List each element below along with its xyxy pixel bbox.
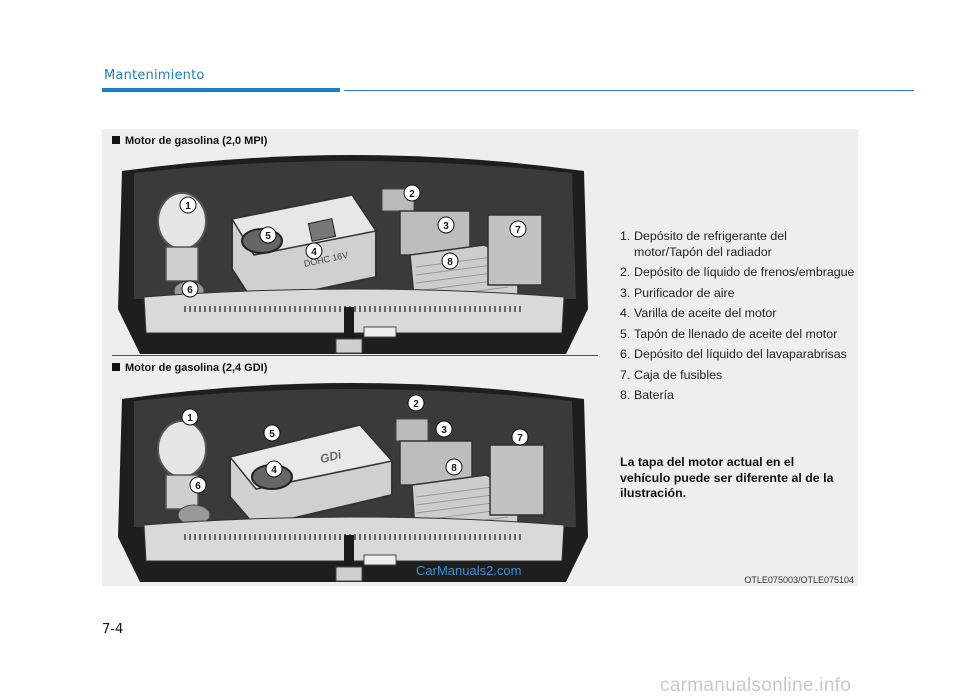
figure-watermark: CarManuals2.com: [416, 563, 522, 578]
legend-item-text: Batería: [634, 388, 674, 402]
legend-item: 4.Varilla de aceite del motor: [620, 306, 856, 322]
legend-item: 6.Depósito del líquido del lavaparabrisa…: [620, 347, 856, 363]
callout-6: 6: [187, 285, 193, 296]
legend-item: 8.Batería: [620, 388, 856, 404]
engine-bottom-badge: GDi: [319, 447, 344, 466]
callout-4: 4: [271, 465, 277, 476]
figure-panel: Motor de gasolina (2,0 MPI) DOHC 16V 1 2…: [102, 129, 858, 586]
square-bullet-icon: [112, 363, 120, 371]
legend-item-number: 2.: [620, 265, 631, 279]
legend-item-text: Depósito de refrigerante del motor/Tapón…: [634, 229, 787, 259]
callout-5: 5: [265, 231, 271, 242]
callout-8: 8: [451, 463, 457, 474]
callout-2: 2: [413, 399, 419, 410]
callouts-top: 1 2 3 4 5 6 7 8: [179, 184, 527, 298]
callout-3: 3: [443, 221, 449, 232]
legend-item-text: Tapón de llenado de aceite del motor: [634, 326, 838, 341]
legend-item: 3.Purificador de aire: [620, 286, 856, 302]
page-number: 7-4: [102, 622, 124, 637]
section-header: Mantenimiento: [102, 66, 914, 96]
figure-divider: [112, 355, 598, 356]
engine-bay-illustration-mpi: DOHC 16V 1 2 3 4 5 6 7 8: [118, 155, 588, 354]
callout-1: 1: [185, 201, 191, 212]
square-bullet-icon: [112, 136, 120, 144]
callout-7: 7: [515, 225, 521, 236]
engine-top-label-text: Motor de gasolina (2,0 MPI): [125, 135, 268, 147]
legend-item-number: 5.: [620, 326, 631, 341]
callout-1: 1: [187, 413, 193, 424]
callout-7: 7: [517, 433, 523, 444]
legend-item: 7.Caja de fusibles: [620, 368, 856, 384]
legend-item-text: Caja de fusibles: [634, 367, 723, 382]
callout-4: 4: [311, 247, 317, 258]
callouts-bottom: 1 2 3 4 5 6 7 8: [181, 394, 529, 494]
legend-item-text: Depósito de líquido de frenos/embrague: [634, 265, 855, 279]
callout-6: 6: [195, 481, 201, 492]
legend-item-number: 4.: [620, 306, 631, 320]
legend-item: 1.Depósito de refrigerante del motor/Tap…: [620, 229, 856, 260]
engine-bottom-label-text: Motor de gasolina (2,4 GDI): [125, 362, 268, 374]
legend-item-number: 3.: [620, 285, 631, 300]
site-watermark: carmanualsonline.info: [660, 675, 852, 696]
legend-item: 5.Tapón de llenado de aceite del motor: [620, 327, 856, 343]
parts-legend: 1.Depósito de refrigerante del motor/Tap…: [620, 229, 856, 409]
legend-item-number: 6.: [620, 347, 631, 361]
callout-2: 2: [409, 189, 415, 200]
callout-3: 3: [441, 425, 447, 436]
legend-item-number: 7.: [620, 367, 631, 382]
engine-bottom-label: Motor de gasolina (2,4 GDI): [112, 362, 267, 374]
header-rule-thin: [344, 89, 914, 91]
engine-top-label: Motor de gasolina (2,0 MPI): [112, 135, 267, 147]
legend-item-text: Depósito del líquido del lavaparabrisas: [634, 347, 847, 361]
legend-item-text: Purificador de aire: [634, 285, 735, 300]
callout-5: 5: [269, 429, 275, 440]
section-title: Mantenimiento: [104, 68, 205, 83]
header-rule-thick: [102, 88, 340, 92]
legend-item-text: Varilla de aceite del motor: [634, 306, 777, 320]
engine-bay-illustration-gdi: GDi 1 2 3 4 5 6 7 8: [118, 383, 588, 582]
legend-item-number: 1.: [620, 229, 631, 243]
callout-8: 8: [447, 257, 453, 268]
legend-item-number: 8.: [620, 388, 631, 402]
legend-item: 2.Depósito de líquido de frenos/embrague: [620, 265, 856, 281]
legend-note: La tapa del motor actual en el vehículo …: [620, 455, 834, 500]
figure-code: OTLE075003/OTLE075104: [744, 575, 854, 585]
